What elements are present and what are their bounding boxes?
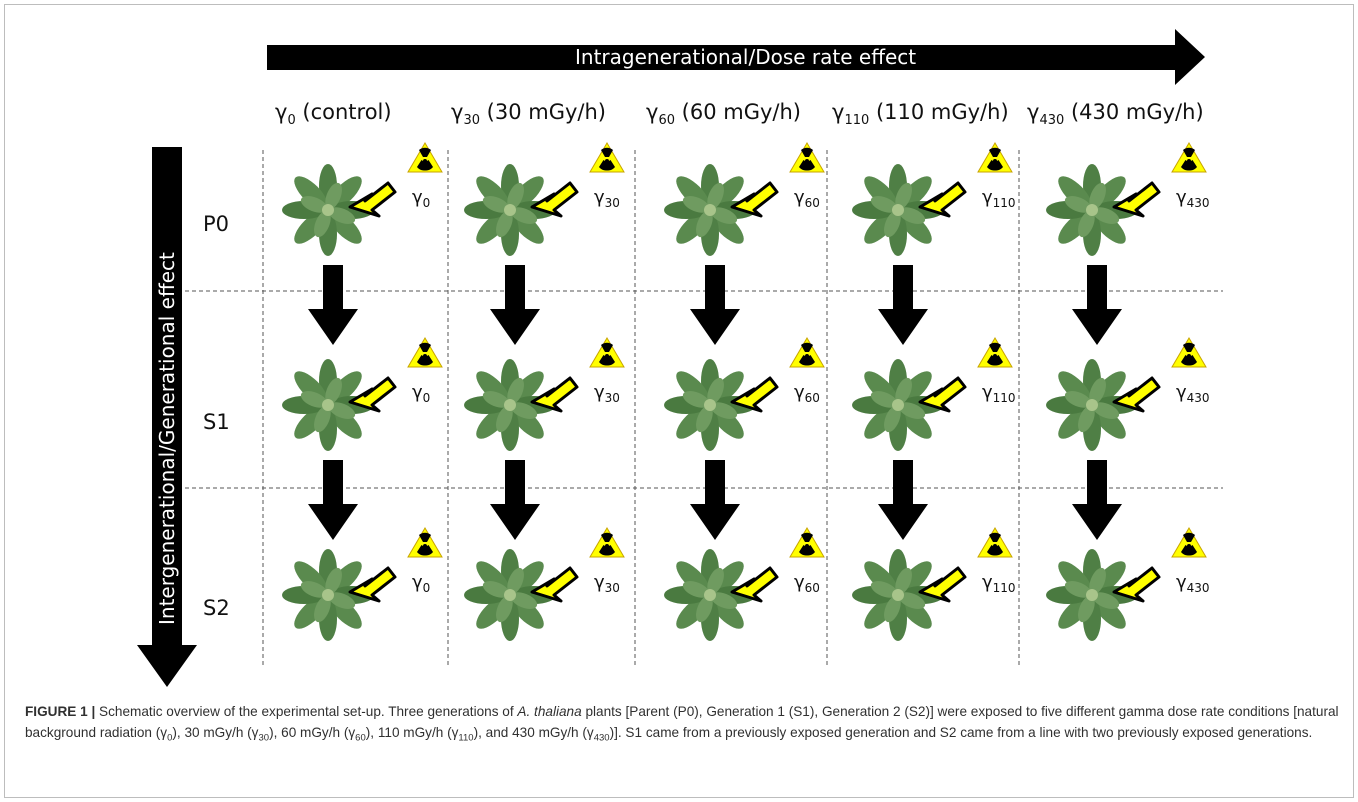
caption-label: FIGURE 1 | (25, 704, 96, 719)
column-header: γ110 (110 mGy/h) (832, 100, 1009, 128)
caption-text: )]. S1 came from a previously exposed ge… (609, 724, 1313, 740)
row-label: S1 (203, 410, 230, 434)
radiation-hazard-icon (407, 337, 443, 368)
dose-label: γ430 (1176, 572, 1210, 595)
down-arrow-icon (308, 460, 358, 540)
column-header: γ430 (430 mGy/h) (1027, 100, 1204, 128)
down-arrow-icon (690, 265, 740, 345)
radiation-hazard-icon (407, 142, 443, 173)
caption-text: ), 60 mGy/h (γ (269, 724, 356, 740)
row-label: S2 (203, 596, 230, 620)
species-name: A. thaliana (517, 704, 582, 719)
dose-label: γ30 (594, 572, 620, 595)
dose-label: γ60 (794, 187, 820, 210)
caption-text: ), 30 mGy/h (γ (172, 724, 259, 740)
dose-label: γ110 (982, 382, 1016, 405)
down-arrow-icon (878, 460, 928, 540)
caption-sub: 0 (167, 732, 173, 744)
grid-cells: γ0 γ30 γ60 γ110 γ430 γ0 γ30 γ60 γ110 γ430 γ0 γ30 γ60… (282, 142, 1210, 641)
radiation-hazard-icon (1171, 527, 1207, 558)
caption-sub: 30 (258, 732, 270, 744)
down-arrow-icon (1072, 460, 1122, 540)
radiation-hazard-icon (589, 527, 625, 558)
down-arrow-icon (690, 460, 740, 540)
down-arrow-icon (878, 265, 928, 345)
row-label: P0 (203, 212, 229, 236)
down-arrow-icon (490, 265, 540, 345)
caption-text: ), 110 mGy/h (γ (365, 724, 459, 740)
column-header: γ30 (30 mGy/h) (451, 100, 606, 128)
caption-text: ), and 430 mGy/h (γ (473, 724, 594, 740)
radiation-hazard-icon (407, 527, 443, 558)
caption-text: Schematic overview of the experimental s… (95, 704, 518, 719)
radiation-hazard-icon (789, 527, 825, 558)
caption-sub: 110 (458, 732, 474, 744)
column-header: γ0 (control) (275, 100, 392, 128)
dose-label: γ0 (412, 187, 430, 210)
grid-dividers (185, 150, 1223, 665)
down-arrow-icon (490, 460, 540, 540)
top-arrow-label: Intragenerational/Dose rate effect (575, 45, 916, 69)
dose-label: γ30 (594, 187, 620, 210)
radiation-hazard-icon (977, 527, 1013, 558)
radiation-hazard-icon (977, 337, 1013, 368)
dose-label: γ0 (412, 572, 430, 595)
figure-caption: FIGURE 1 | Schematic overview of the exp… (25, 702, 1343, 743)
figure-frame: Intragenerational/Dose rate effect Inter… (4, 4, 1354, 798)
caption-sub: 430 (593, 732, 610, 744)
dose-label: γ430 (1176, 382, 1210, 405)
down-arrow-icon (1072, 265, 1122, 345)
caption-text: plants [Parent (P0), Generation 1 (S1), … (25, 704, 1339, 740)
dose-label: γ0 (412, 382, 430, 405)
dose-label: γ110 (982, 187, 1016, 210)
radiation-hazard-icon (789, 337, 825, 368)
radiation-hazard-icon (789, 142, 825, 173)
radiation-hazard-icon (1171, 337, 1207, 368)
caption-sub: 60 (355, 732, 366, 744)
radiation-hazard-icon (977, 142, 1013, 173)
left-arrow (137, 147, 197, 687)
dose-label: γ430 (1176, 187, 1210, 210)
column-header: γ60 (60 mGy/h) (646, 100, 801, 128)
dose-label: γ30 (594, 382, 620, 405)
dose-label: γ60 (794, 572, 820, 595)
top-arrow (267, 29, 1205, 85)
figure-diagram: Intragenerational/Dose rate effect Inter… (137, 29, 1223, 687)
radiation-hazard-icon (589, 337, 625, 368)
down-arrow-icon (308, 265, 358, 345)
dose-label: γ60 (794, 382, 820, 405)
dose-label: γ110 (982, 572, 1016, 595)
left-arrow-label: Intergenerational/Generational effect (155, 252, 179, 625)
radiation-hazard-icon (589, 142, 625, 173)
radiation-hazard-icon (1171, 142, 1207, 173)
